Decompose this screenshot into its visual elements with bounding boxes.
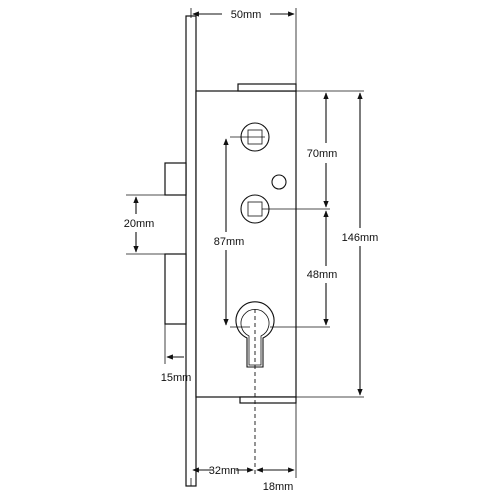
dim-bolt-spacing: 20mm — [124, 218, 155, 230]
dim-top-width: 50mm — [231, 9, 262, 21]
dim-spindle-to-cylinder: 87mm — [214, 236, 245, 248]
dim-upper-spacing: 70mm — [307, 148, 338, 160]
dim-forend-depth: 15mm — [161, 372, 192, 384]
latch-bolt — [164, 162, 187, 196]
euro-cylinder-cutout — [235, 301, 275, 368]
case-top-lug — [237, 83, 297, 92]
deadbolt — [164, 253, 187, 325]
screw-hole — [271, 174, 287, 190]
case-bottom-lug — [239, 396, 297, 404]
dim-lower-spacing: 48mm — [307, 269, 338, 281]
forend-plate — [185, 15, 197, 487]
lock-case — [195, 90, 297, 398]
dim-total-height: 146mm — [342, 232, 379, 244]
dim-backset: 32mm — [209, 465, 240, 477]
dim-cylinder-offset: 18mm — [263, 481, 294, 493]
